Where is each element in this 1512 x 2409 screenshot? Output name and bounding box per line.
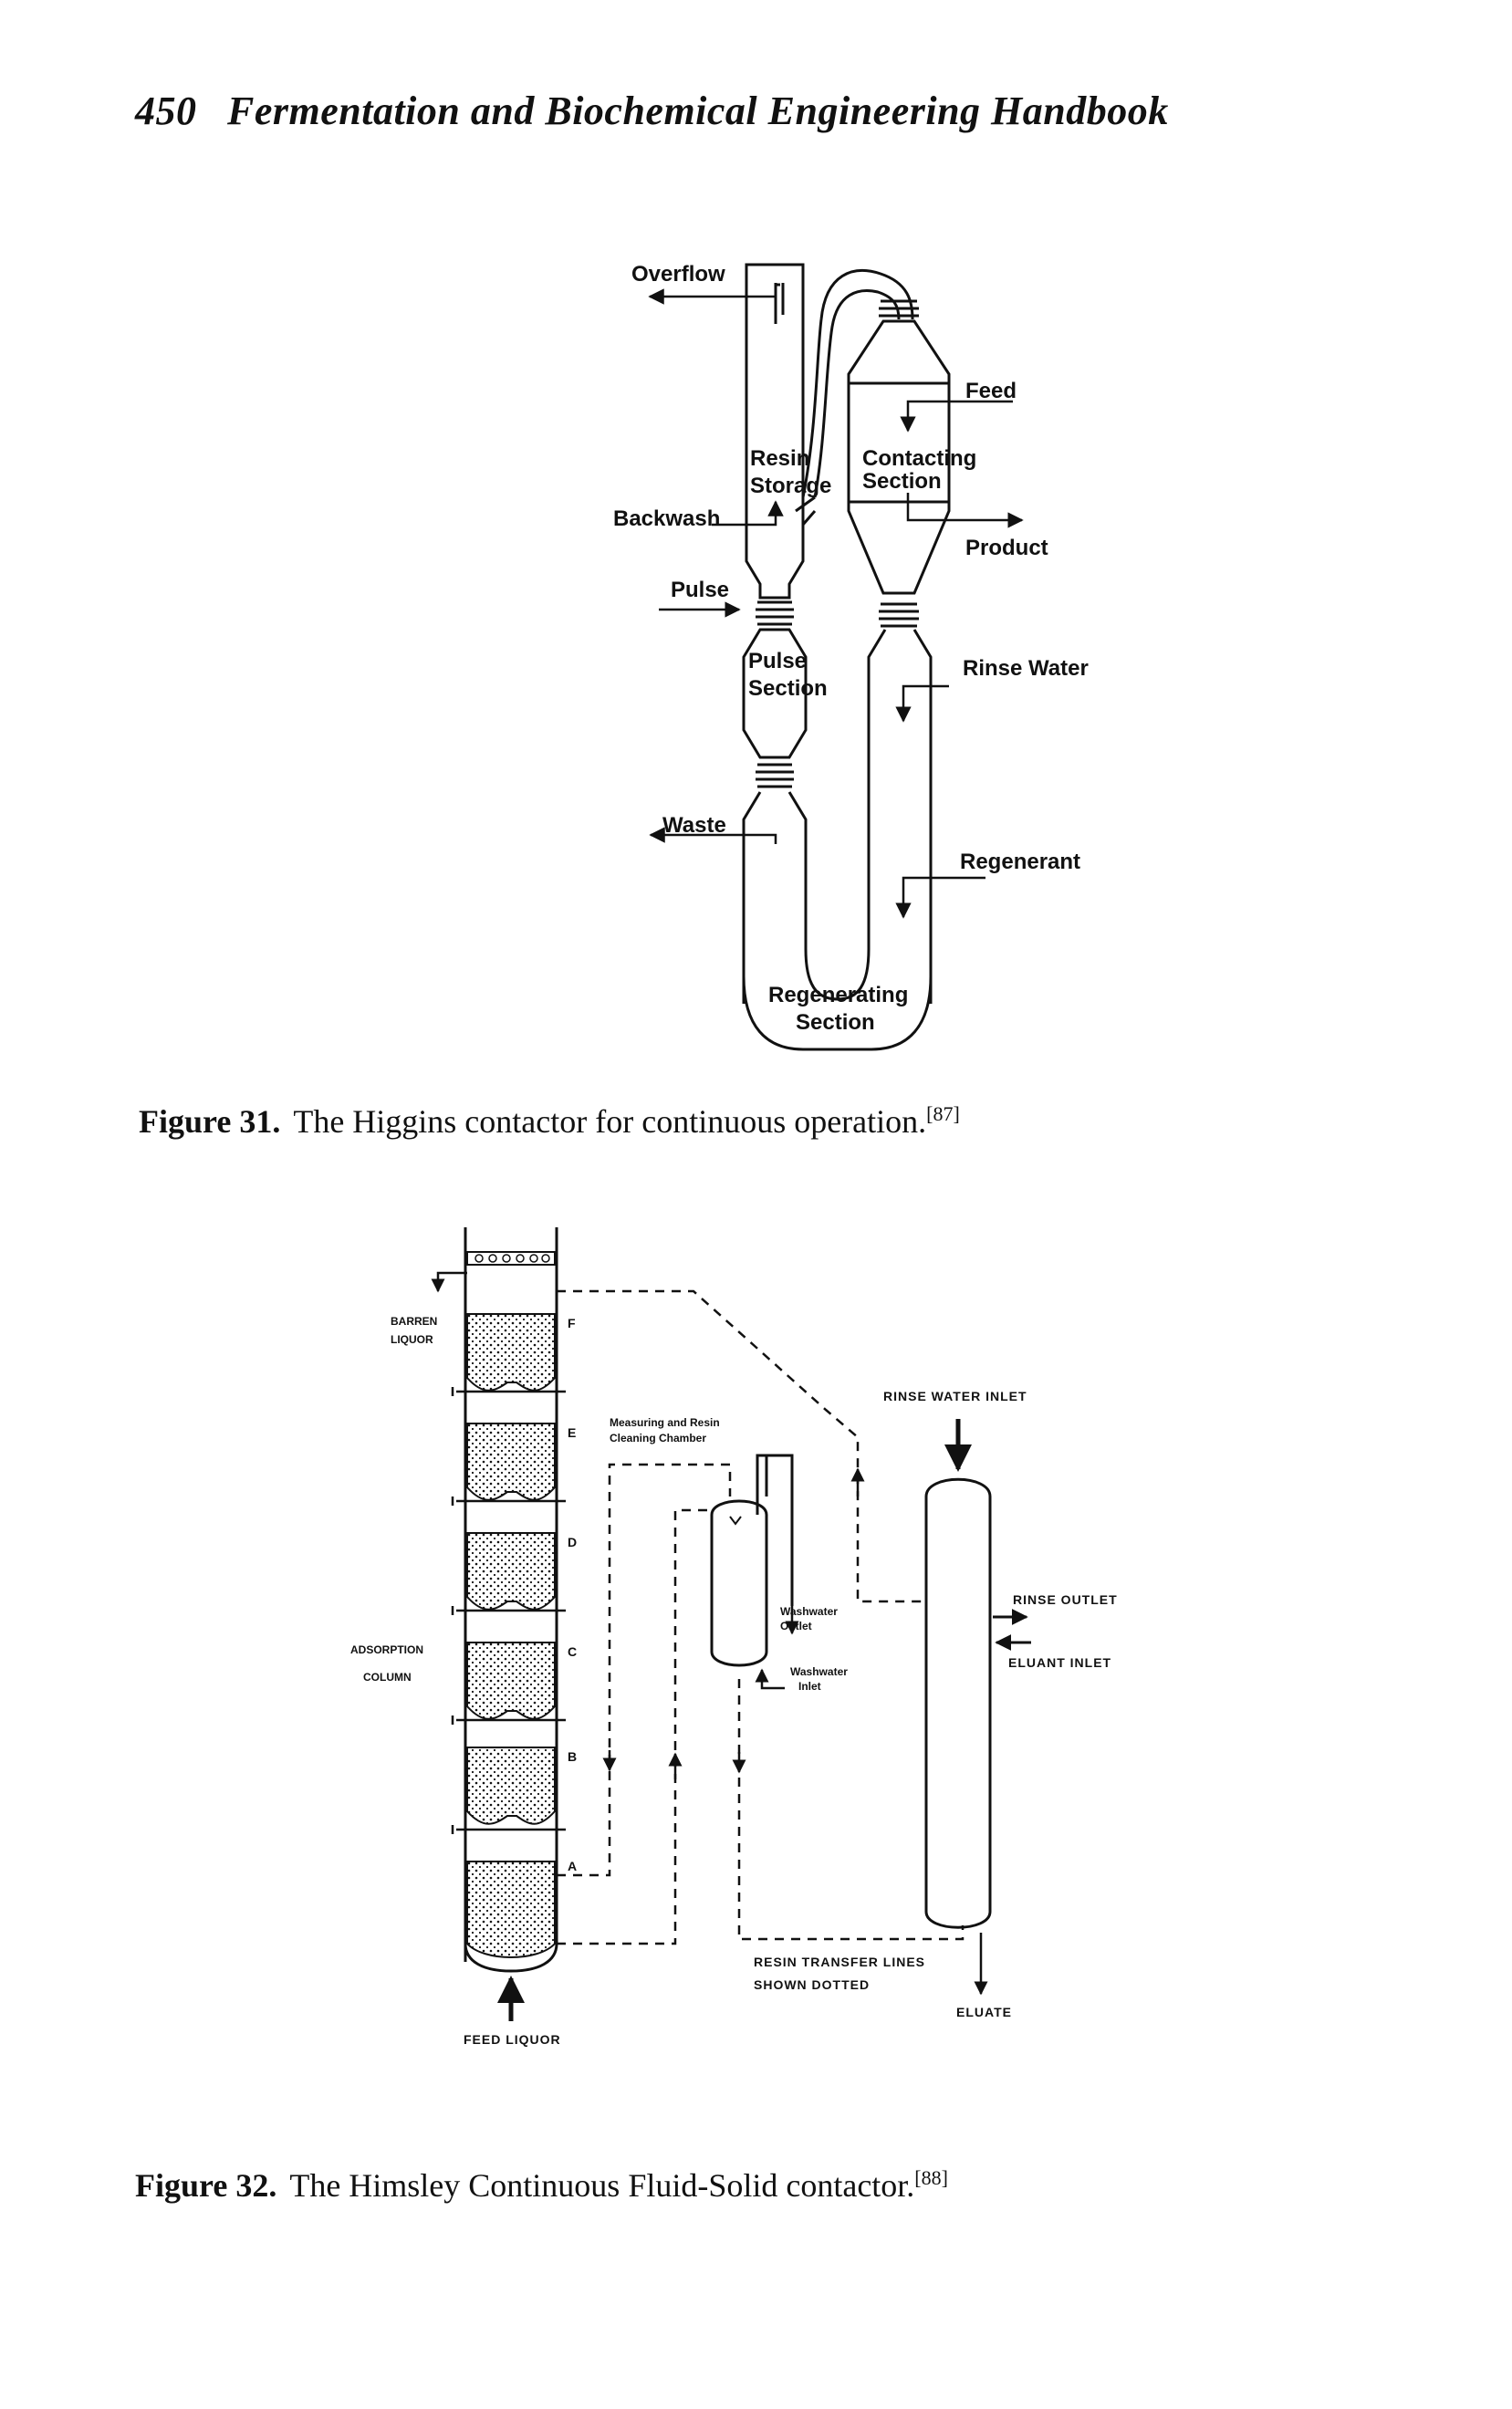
label-washwater-outlet-1: Washwater <box>780 1605 838 1618</box>
label-resin-transfer-2: SHOWN DOTTED <box>754 1977 870 1992</box>
overflow-pipe <box>774 283 780 324</box>
label-stage-b: B <box>568 1749 578 1764</box>
label-backwash: Backwash <box>613 506 720 531</box>
label-eluant-inlet: ELUANT INLET <box>1008 1655 1111 1670</box>
label-rinse-water-inlet: RINSE WATER INLET <box>883 1389 1027 1403</box>
elution-column <box>924 1477 992 1929</box>
running-head: 450 Fermentation and Biochemical Enginee… <box>135 88 1169 134</box>
label-rinse-outlet: RINSE OUTLET <box>1013 1592 1118 1607</box>
label-resin-transfer-1: RESIN TRANSFER LINES <box>754 1955 925 1969</box>
top-u-bend <box>801 269 914 498</box>
label-stage-d: D <box>568 1535 578 1549</box>
figure-31-caption-label: Figure 31. <box>139 1103 281 1140</box>
label-eluate: ELUATE <box>956 2005 1012 2019</box>
figure-32-caption-label: Figure 32. <box>135 2167 277 2204</box>
running-title: Fermentation and Biochemical Engineering… <box>227 89 1169 133</box>
label-overflow: Overflow <box>631 262 725 287</box>
label-adsorption-2: COLUMN <box>363 1671 412 1684</box>
label-feed: Feed <box>965 379 1017 403</box>
label-rinse-water: Rinse Water <box>963 656 1089 681</box>
figure-32-caption: Figure 32. The Himsley Continuous Fluid-S… <box>135 2166 948 2205</box>
label-regenerant: Regenerant <box>960 850 1080 874</box>
label-pulse-section-1: Pulse <box>748 649 807 673</box>
label-product: Product <box>965 536 1048 560</box>
label-pulse-section-2: Section <box>748 676 828 701</box>
label-washwater-outlet-2: Outlet <box>780 1620 812 1632</box>
label-washwater-inlet-1: Washwater <box>790 1665 848 1678</box>
label-stage-f: F <box>568 1316 577 1330</box>
label-section-contacting: Section <box>862 469 942 494</box>
label-barren-1: BARREN <box>391 1315 437 1328</box>
label-washwater-inlet-2: Inlet <box>798 1680 821 1693</box>
figure-32-caption-ref: [88] <box>914 2166 948 2189</box>
figure-32-caption-text: The Himsley Continuous Fluid-Solid conta… <box>289 2167 915 2204</box>
figure-31-caption-ref: [87] <box>926 1102 960 1125</box>
measuring-chamber <box>710 1499 768 1667</box>
figure-31-caption: Figure 31. The Higgins contactor for cont… <box>139 1102 960 1141</box>
label-stage-c: C <box>568 1644 578 1659</box>
figure-31-caption-text: The Higgins contactor for continuous ope… <box>293 1103 927 1140</box>
label-storage: Storage <box>750 474 831 498</box>
label-measuring-2: Cleaning Chamber <box>610 1432 706 1444</box>
label-barren-2: LIQUOR <box>391 1333 433 1346</box>
label-waste: Waste <box>662 813 726 838</box>
resin-stages <box>466 1313 556 1958</box>
figure-31-higgins-diagram: Overflow Feed Resin Storage Contacting S… <box>613 262 1089 1051</box>
label-resin: Resin <box>750 446 809 471</box>
label-measuring-1: Measuring and Resin <box>610 1416 720 1429</box>
pulse-section-vessel <box>742 628 808 759</box>
label-stage-a: A <box>568 1859 578 1873</box>
label-feed-liquor: FEED LIQUOR <box>464 2032 561 2047</box>
label-pulse: Pulse <box>671 578 729 602</box>
adsorption-column <box>464 1227 558 1973</box>
label-contacting: Contacting <box>862 446 976 471</box>
label-regenerating: Regenerating <box>768 983 908 1007</box>
resin-storage-vessel <box>745 263 805 600</box>
page-number: 450 <box>135 89 197 133</box>
label-adsorption-1: ADSORPTION <box>350 1643 423 1656</box>
contacting-section-vessel <box>847 319 951 595</box>
figure-32-himsley-diagram: BARREN LIQUOR F E D C B A RINSE WATER IN… <box>350 1227 1118 2047</box>
label-stage-e: E <box>568 1425 577 1440</box>
label-regenerating-section: Section <box>796 1010 875 1035</box>
